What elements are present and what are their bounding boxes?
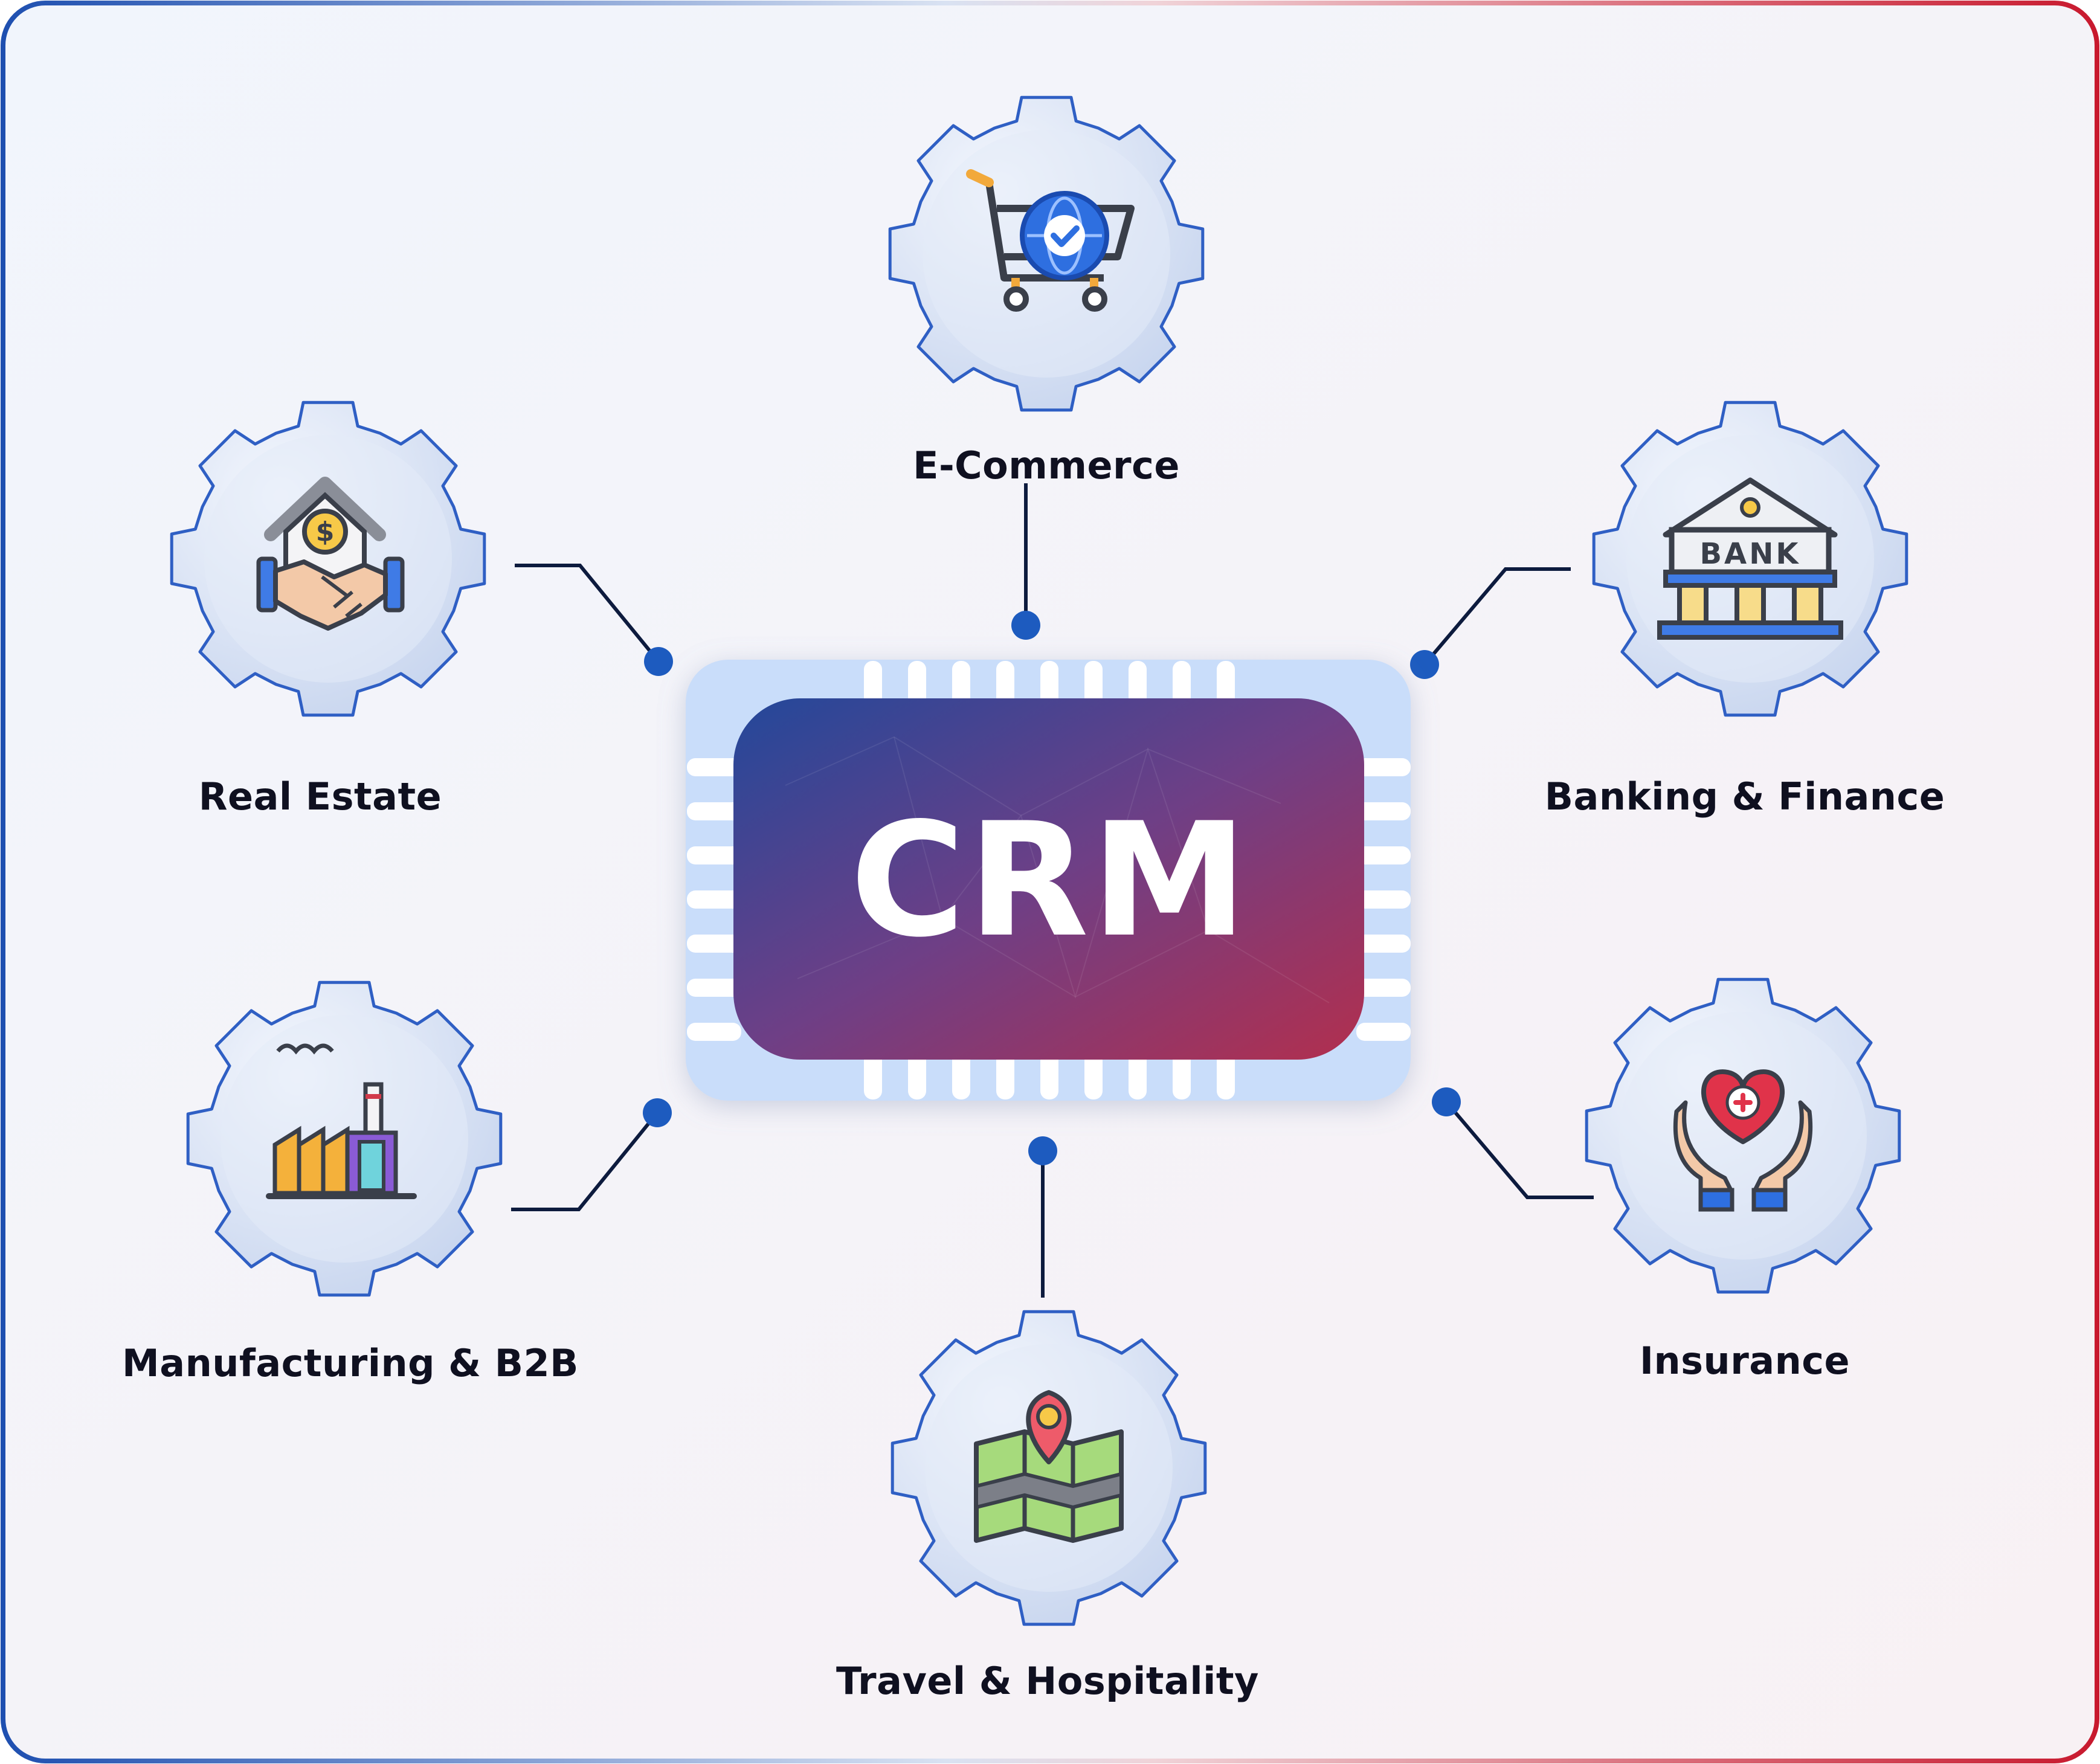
label-travel-hospitality: Travel & Hospitality [836,1659,1259,1703]
chip-pin-top [1173,661,1191,709]
gear-banking-finance: BANK [1592,401,1908,717]
chip-pin-bottom [908,1051,926,1099]
industry-gears: $ BANK [170,95,1908,1626]
chip-pin-left [687,1023,741,1041]
crm-chip-core [733,698,1364,1060]
gear-insurance [1585,977,1901,1294]
connector-dots [643,611,1461,1165]
chip-pin-bottom [996,1051,1014,1099]
crm-chip-pins [687,661,1411,1099]
label-manufacturing-b2b: Manufacturing & B2B [122,1341,579,1385]
dot-insurance [1432,1087,1461,1116]
dot-travel-hospitality [1028,1136,1057,1165]
svg-text:$: $ [316,517,335,547]
chip-pin-right [1356,802,1411,820]
chip-pin-bottom [1217,1051,1235,1099]
chip-pin-right [1356,758,1411,776]
chip-pin-left [687,758,741,776]
hands-heart-icon [1673,1069,1813,1212]
chip-pin-right [1356,846,1411,864]
label-real-estate: Real Estate [198,774,442,819]
crm-label: CRM [850,790,1250,972]
gear-real-estate: $ [170,401,486,717]
chip-pin-right [1356,979,1411,997]
shopping-cart-icon [966,169,1135,312]
connector-lines [511,483,1594,1298]
connector-manufacturing-b2b [511,1112,659,1211]
chip-pin-top [908,661,926,709]
chip-pin-bottom [1084,1051,1103,1099]
gear-travel-hospitality [891,1310,1207,1626]
label-banking-finance: Banking & Finance [1544,774,1945,819]
svg-text:BANK: BANK [1699,537,1800,571]
dot-real-estate [644,647,673,676]
chip-pin-top [952,661,970,709]
chip-pin-right [1356,890,1411,909]
chip-pin-left [687,802,741,820]
dot-e-commerce [1011,611,1040,640]
connector-insurance [1445,1101,1594,1199]
chip-pin-bottom [952,1051,970,1099]
chip-pin-left [687,935,741,953]
chip-pin-bottom [1040,1051,1058,1099]
gear-manufacturing-b2b [186,980,503,1297]
chip-pin-left [687,979,741,997]
chip-pin-top [996,661,1014,709]
connector-real-estate [515,564,660,663]
chip-pin-top [1217,661,1235,709]
connector-banking-finance [1423,567,1571,666]
label-e-commerce: E-Commerce [913,443,1180,488]
crm-chip-network-pattern [785,736,1330,1003]
chip-pin-left [687,846,741,864]
chip-pin-right [1356,1023,1411,1041]
house-handshake-icon: $ [256,477,405,631]
chip-pin-top [1084,661,1103,709]
chip-pin-bottom [1129,1051,1147,1099]
chip-pin-left [687,890,741,909]
chip-pin-top [864,661,882,709]
factory-icon [266,1043,417,1199]
dot-manufacturing-b2b [643,1098,672,1127]
map-pin-icon [974,1390,1124,1543]
chip-pin-top [1129,661,1147,709]
bank-icon: BANK [1657,477,1843,640]
chip-pin-top [1040,661,1058,709]
gear-e-commerce [888,95,1205,412]
label-insurance: Insurance [1639,1339,1850,1383]
chip-pin-bottom [864,1051,882,1099]
dot-banking-finance [1410,650,1439,679]
chip-pin-bottom [1173,1051,1191,1099]
chip-pin-right [1356,935,1411,953]
